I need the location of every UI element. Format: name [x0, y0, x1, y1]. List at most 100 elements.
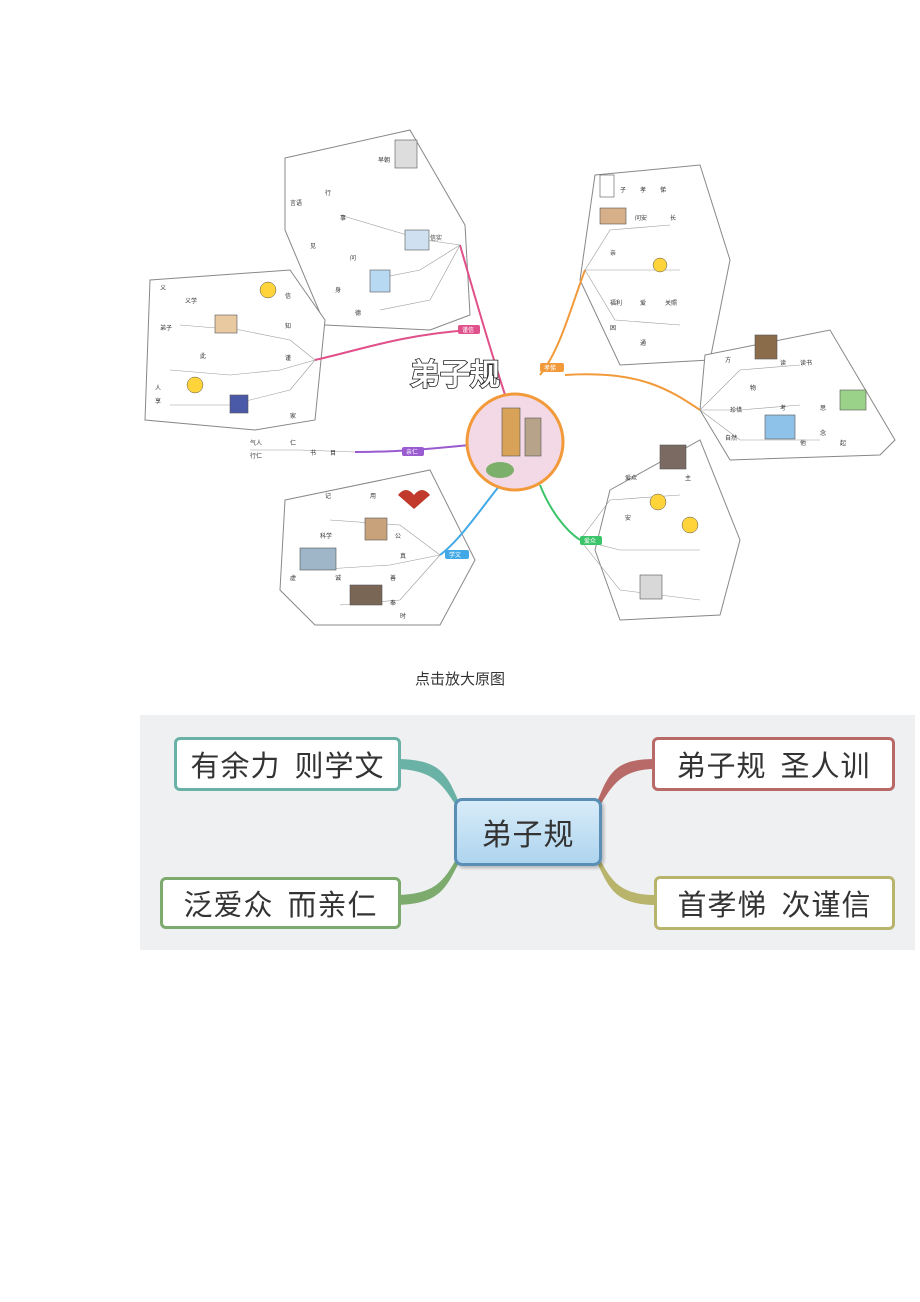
center-node-label: 弟子规: [481, 818, 575, 853]
leaf-label: 福利: [610, 299, 622, 307]
leaf-label: 关照: [665, 299, 677, 307]
branch-line-right: [564, 373, 701, 411]
leaf-label: 诚: [335, 574, 341, 582]
node-text: 弟子规: [676, 749, 767, 783]
leaf-label: 德: [355, 309, 361, 317]
leaf-label: 自然: [725, 434, 737, 442]
picture-icon: [404, 229, 430, 251]
cluster-hull-bottomleft: [279, 469, 476, 626]
leaf-label: 思: [820, 405, 826, 412]
leaf-label: 虚: [290, 574, 296, 582]
leaf-label: 书: [310, 449, 316, 457]
node-text: 次谨信: [781, 888, 872, 922]
leaf-label: 信实: [430, 234, 442, 242]
mindmap-title: 弟子规: [410, 358, 500, 393]
leaf-label: 读书: [800, 359, 812, 367]
picture-icon: [299, 547, 337, 571]
branch-tag-label: 亲仁: [406, 448, 418, 456]
branch-line-top: [459, 244, 511, 411]
node-top-right: 弟子规圣人训: [652, 737, 895, 791]
leaf-label: 家: [290, 412, 296, 420]
leaf-label: 义学: [185, 297, 197, 305]
branch-line-left: [314, 329, 471, 361]
leaf-label: 谨: [285, 354, 291, 362]
node-text: 首孝悌: [677, 888, 768, 922]
leaf-labels: 早朝 行 言语 事 信实 见 问 身 德 义 义学 信 弟子 知 此 谨 人 享…: [155, 156, 846, 620]
leaf-label: 气人: [250, 439, 262, 447]
branch-tag-label: 学文: [449, 551, 461, 559]
leaf-label: 人: [155, 385, 161, 392]
leaf-label: 仁: [290, 439, 296, 447]
picture-icon: [229, 394, 249, 414]
leaf-label: 弟子: [160, 324, 172, 332]
leaf-label: 公: [395, 533, 401, 540]
leaf-label: 困: [610, 325, 616, 332]
leaf-label: 见: [310, 243, 316, 250]
connector-top-left: [393, 758, 460, 807]
branch-tag-label: 谨信: [462, 326, 474, 334]
leaf-label: 行仁: [250, 452, 262, 460]
emoji-face-icon: [259, 281, 277, 299]
leaf-label: 早朝: [378, 156, 390, 164]
connector-top-right: [596, 758, 657, 807]
picture-icon: [394, 139, 418, 169]
emoji-face-icon: [681, 516, 699, 534]
mindmap-connectors: [393, 758, 657, 906]
leaf-label: 方: [725, 356, 731, 364]
branch-line-topright: [539, 269, 586, 376]
sub-branch-lines: [169, 214, 820, 606]
leaf-label: 身: [335, 286, 341, 294]
branch-tag-fanai: [580, 536, 602, 545]
leaf-label: 问安: [635, 214, 647, 222]
central-illustration-figure: [486, 462, 514, 478]
mindmap-simple: 弟子规 有余力则学文 泛爱众而亲仁 弟子规圣人训 首孝悌次谨信: [140, 715, 915, 950]
node-text: 有余力: [190, 749, 281, 783]
leaf-label: 善: [390, 574, 396, 582]
leaf-label: 义: [160, 285, 166, 292]
branch-tag-jinxin: [458, 325, 480, 334]
leaf-label: 他: [800, 439, 806, 447]
leaf-label: 行: [325, 189, 331, 197]
emoji-face-icon: [186, 376, 204, 394]
leaf-label: 主: [685, 474, 691, 482]
picture-icon: [754, 334, 778, 360]
leaf-label: 爱众: [625, 474, 637, 482]
leaf-label: 科学: [320, 532, 332, 540]
node-text: 则学文: [294, 749, 385, 783]
picture-icon: [214, 314, 238, 334]
leaf-label: 用: [370, 493, 376, 500]
leaf-label: 子: [620, 187, 626, 194]
leaf-label: 爱: [640, 299, 646, 307]
leaf-label: 时: [400, 612, 406, 620]
cluster-hull-top: [284, 129, 471, 331]
picture-icon: [659, 444, 687, 470]
center-node: 弟子规: [454, 798, 602, 866]
leaf-label: 知: [285, 322, 291, 330]
branch-tag-xuewen: [445, 550, 469, 559]
leaf-label: 亲: [610, 249, 616, 257]
heart-wings-icon: [398, 490, 430, 509]
picture-icon: [599, 174, 615, 198]
leaf-label: 记: [325, 493, 331, 500]
leaf-label: 孝: [640, 186, 646, 194]
cluster-hull-bottomright: [594, 439, 741, 621]
leaf-label: 珍惜: [730, 406, 742, 414]
branch-tag-xiaoti: [540, 363, 564, 372]
central-illustration-figure: [501, 407, 521, 457]
enlarge-image-link[interactable]: 点击放大原图: [414, 672, 505, 688]
mindmap-illustrated: 早朝 行 言语 事 信实 见 问 身 德 义 义学 信 弟子 知 此 谨 人 享…: [140, 120, 900, 630]
picture-icon: [764, 414, 796, 440]
leaf-label: 通: [640, 339, 646, 347]
picture-icon: [599, 207, 627, 225]
node-text: 泛爱众: [183, 888, 274, 922]
emoji-face-icon: [649, 493, 667, 511]
branch-line-bottomright: [539, 484, 581, 541]
leaf-label: 此: [200, 352, 206, 360]
leaf-label: 真: [400, 552, 406, 560]
central-illustration-figure: [524, 417, 542, 457]
node-text: 圣人训: [780, 749, 871, 783]
leaf-label: 考: [780, 404, 786, 412]
node-bottom-right: 首孝悌次谨信: [654, 876, 895, 930]
picture-icon: [839, 389, 867, 411]
picture-icon: [369, 269, 391, 293]
